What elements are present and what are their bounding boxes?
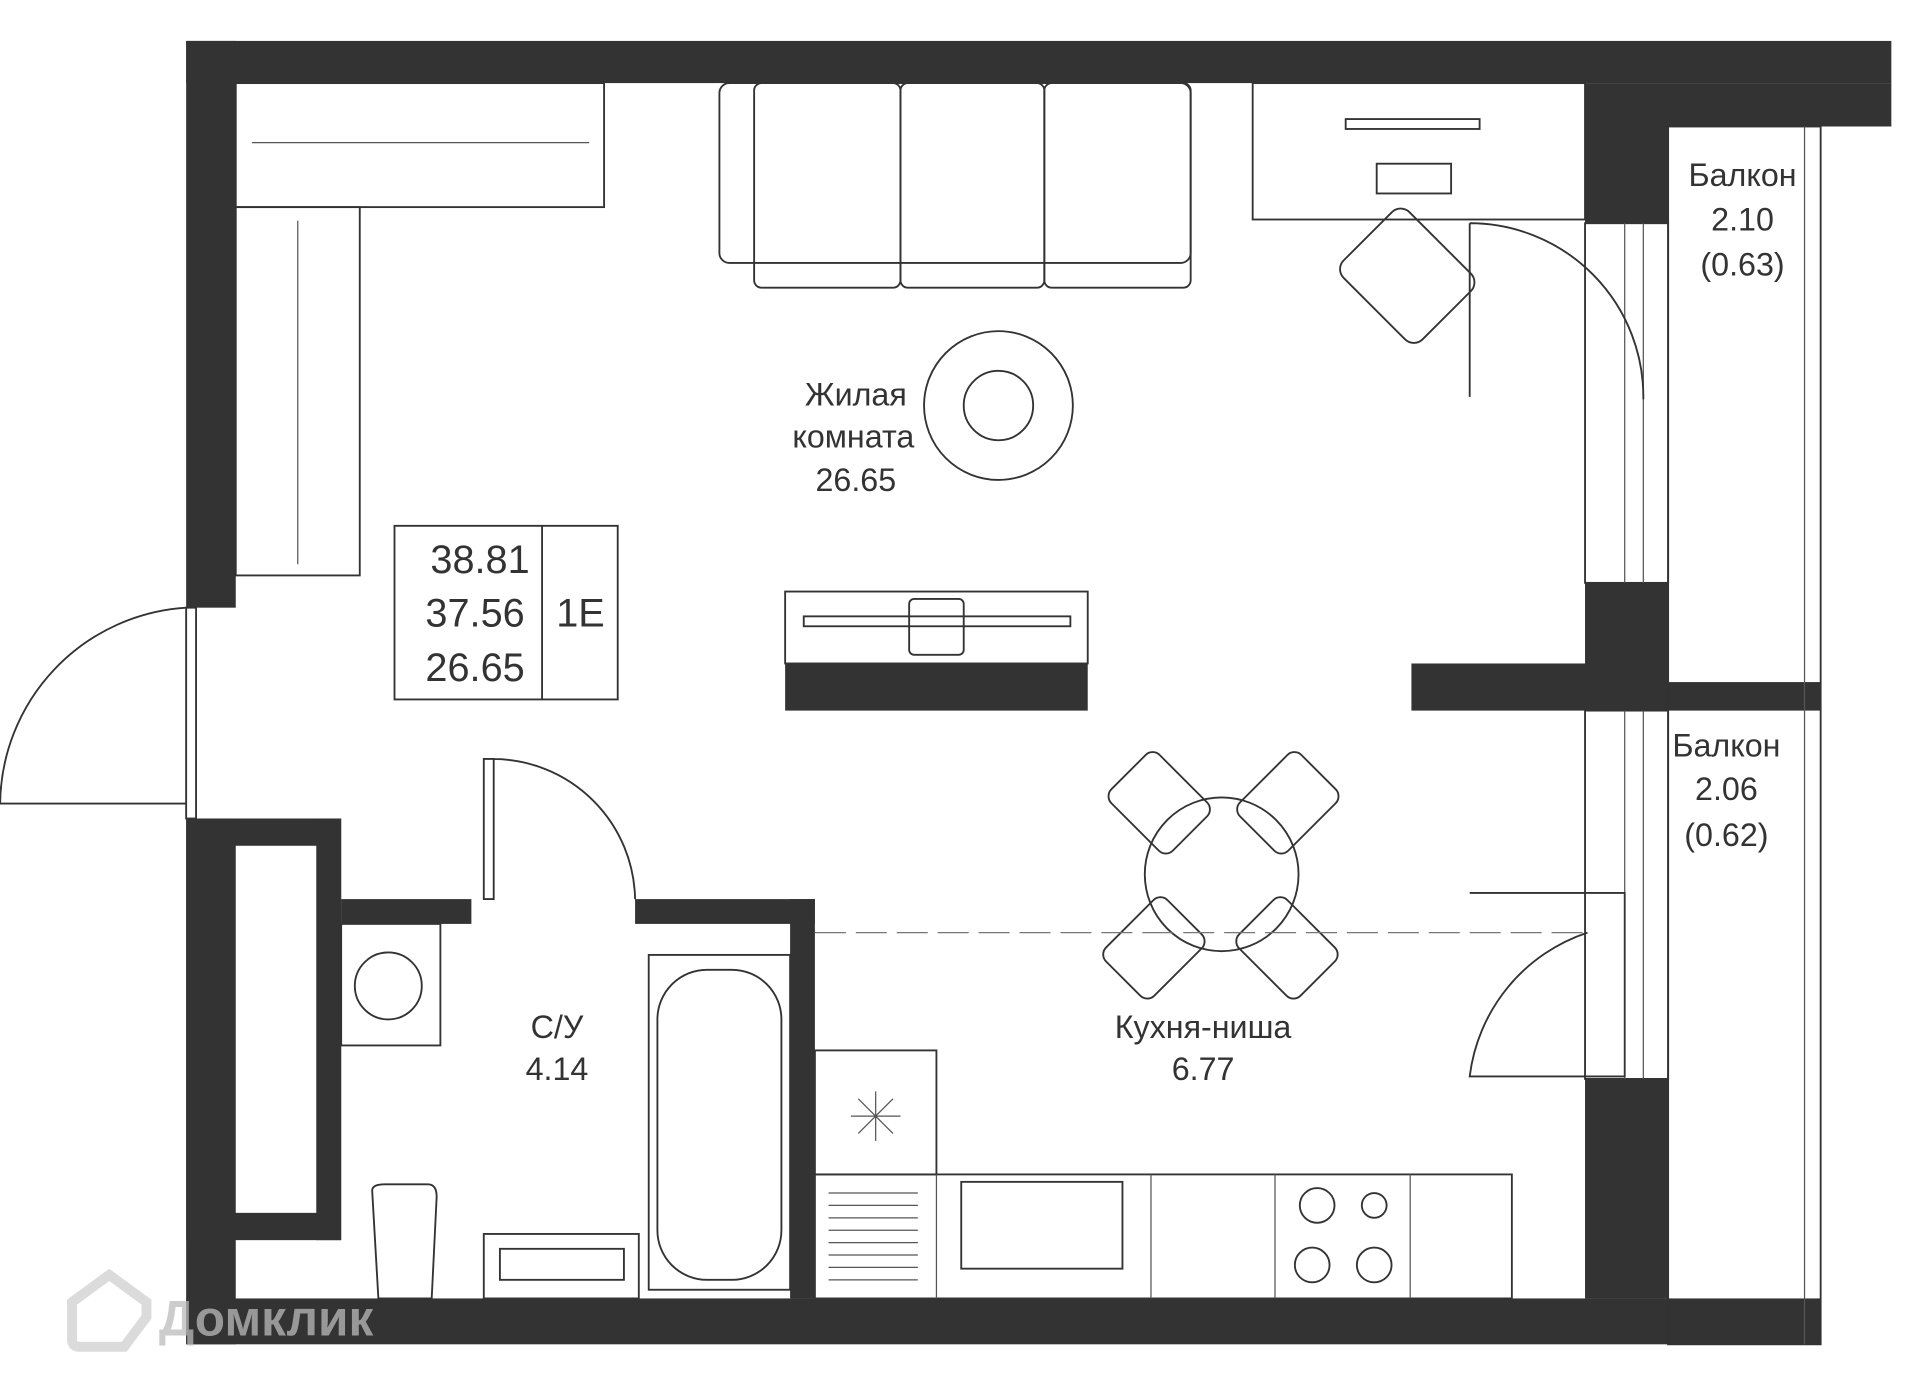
room-living-name: Жилая [805,377,907,413]
room-living-name2: комната [792,419,914,455]
kitchen-counter [813,1049,1513,1300]
room-bathroom-name: С/У [531,1009,584,1045]
balcony1-reduced-area: (0.63) [1700,246,1784,282]
room-bathroom-area: 4.14 [526,1051,589,1087]
total-area: 38.81 [430,538,529,582]
walls [186,40,1892,1345]
balcony2-name: Балкон [1672,727,1780,763]
room-labels: Жилая комната 26.65 Кухня-ниша 6.77 С/У … [526,157,1797,1087]
balcony1-name: Балкон [1688,157,1796,193]
living-area: 26.65 [425,646,524,690]
wardrobe [234,82,606,577]
balcony2-area: 2.06 [1695,771,1758,807]
dining-set [814,751,1586,1000]
tv-unit [784,590,1089,665]
doors [0,222,1645,1078]
desk [1251,82,1586,344]
watermark-text: Домклик [159,1291,374,1347]
house-logo-icon [67,1268,152,1352]
room-kitchen-area: 6.77 [1172,1051,1235,1087]
apartment-summary: 38.81 37.56 26.65 1Е [393,524,619,701]
sofa [718,82,1192,289]
layout-type: 1Е [556,591,605,635]
area-without-balcony: 37.56 [425,591,524,635]
room-living-area: 26.65 [815,462,896,498]
balcony2-reduced-area: (0.62) [1684,817,1768,853]
room-kitchen-name: Кухня-ниша [1115,1009,1292,1045]
bathroom-fixtures [340,922,792,1300]
coffee-table [923,330,1074,481]
domclick-watermark: Домклик [67,1268,374,1352]
balcony1-area: 2.10 [1711,202,1774,238]
